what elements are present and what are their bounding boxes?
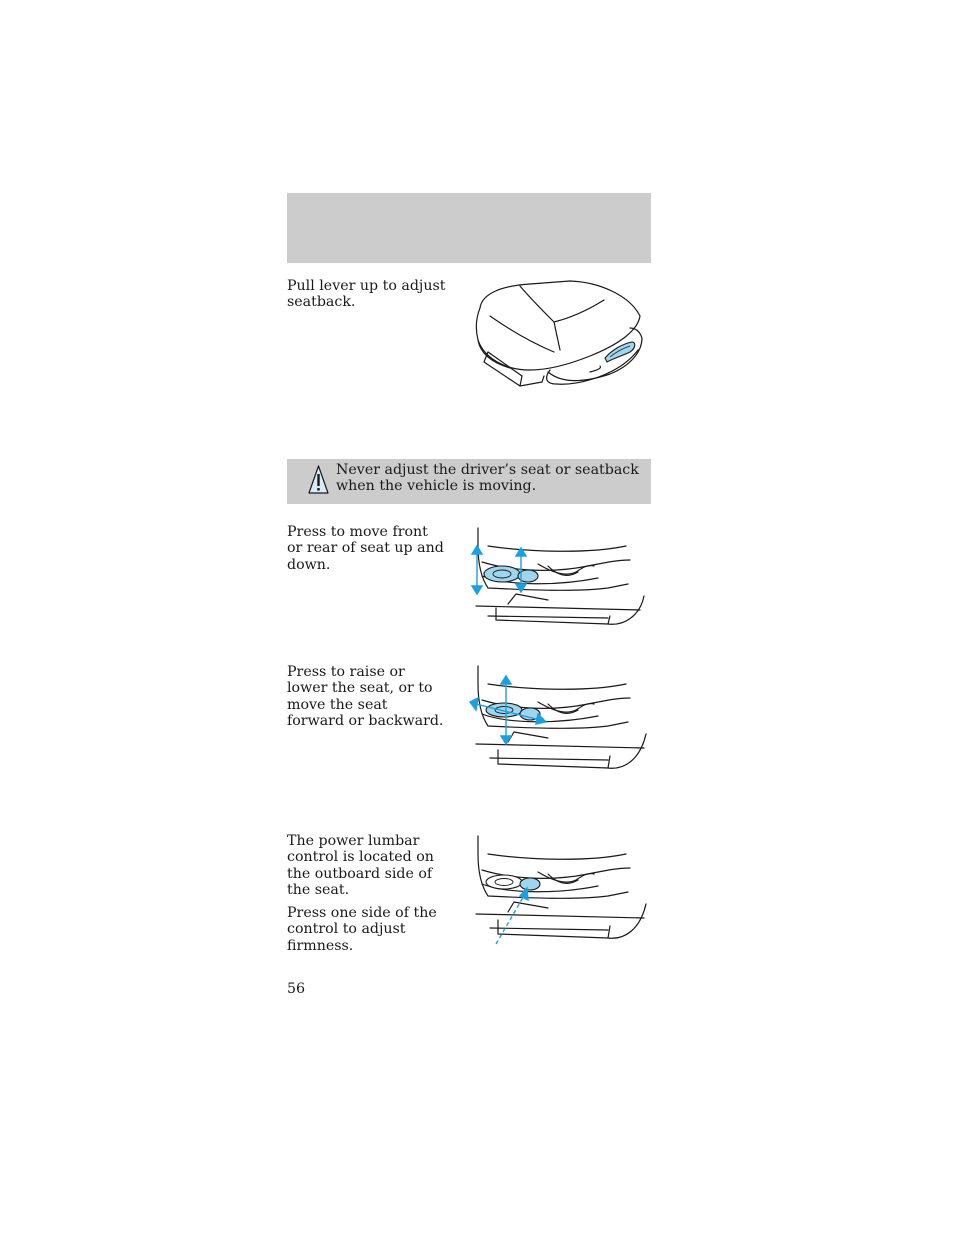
- warning-triangle-icon: [308, 465, 329, 494]
- power-seat-control-illustration: [475, 835, 647, 945]
- lumbar-location-text: The power lumbar control is located on t…: [287, 833, 434, 899]
- power-seat-control-illustration: [468, 665, 647, 769]
- seat-lever-illustration: [475, 280, 643, 387]
- tilt-instruction: Press to move front or rear of seat up a…: [287, 524, 444, 573]
- section-header-bar: [287, 193, 651, 263]
- warning-text: Never adjust the driver’s seat or seatba…: [336, 462, 639, 495]
- page-number: 56: [287, 981, 306, 997]
- power-seat-control-illustration: [470, 527, 645, 625]
- seatback-instruction: Pull lever up to adjust seatback.: [287, 278, 446, 311]
- warning-box: Never adjust the driver’s seat or seatba…: [287, 459, 651, 504]
- raise-slide-instruction: Press to raise or lower the seat, or to …: [287, 664, 444, 730]
- lumbar-adjust-text: Press one side of the control to adjust …: [287, 905, 437, 954]
